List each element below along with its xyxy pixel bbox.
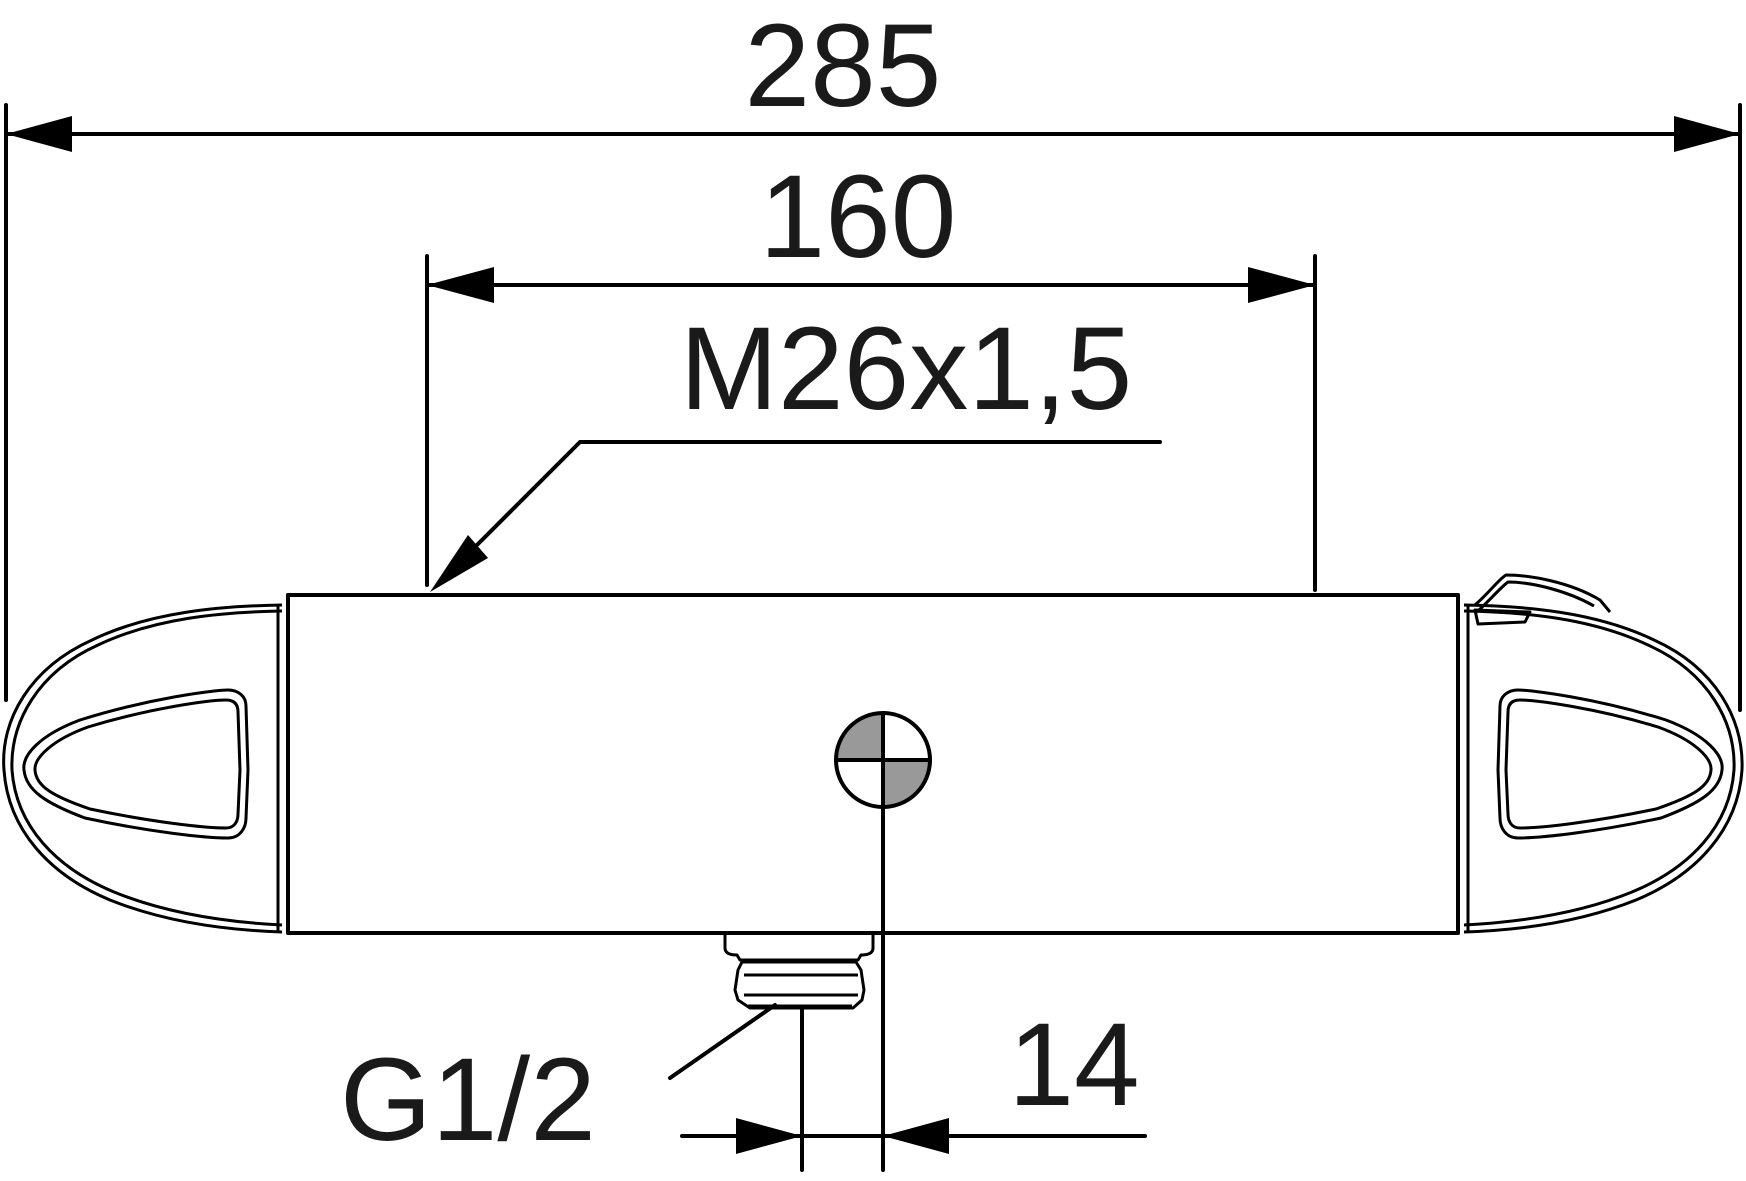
dimension-14: 14 [680, 999, 1147, 1154]
dimension-160: 160 [425, 151, 1317, 592]
inlet-fitting: G1/2 [340, 935, 875, 1172]
thread-label-m26: M26x1,5 [680, 303, 1133, 435]
thread-callout-m26: M26x1,5 [430, 303, 1162, 592]
mixer-body [286, 593, 1460, 935]
thread-label-g12: G1/2 [340, 1034, 596, 1166]
dimension-285: 285 [4, 0, 1742, 712]
dimension-label-14: 14 [1008, 999, 1139, 1131]
right-handle [1463, 573, 1744, 934]
dimension-label-285: 285 [745, 0, 942, 132]
centre-mark [834, 711, 932, 1172]
left-handle [2, 603, 283, 934]
dimension-label-160: 160 [760, 151, 957, 283]
